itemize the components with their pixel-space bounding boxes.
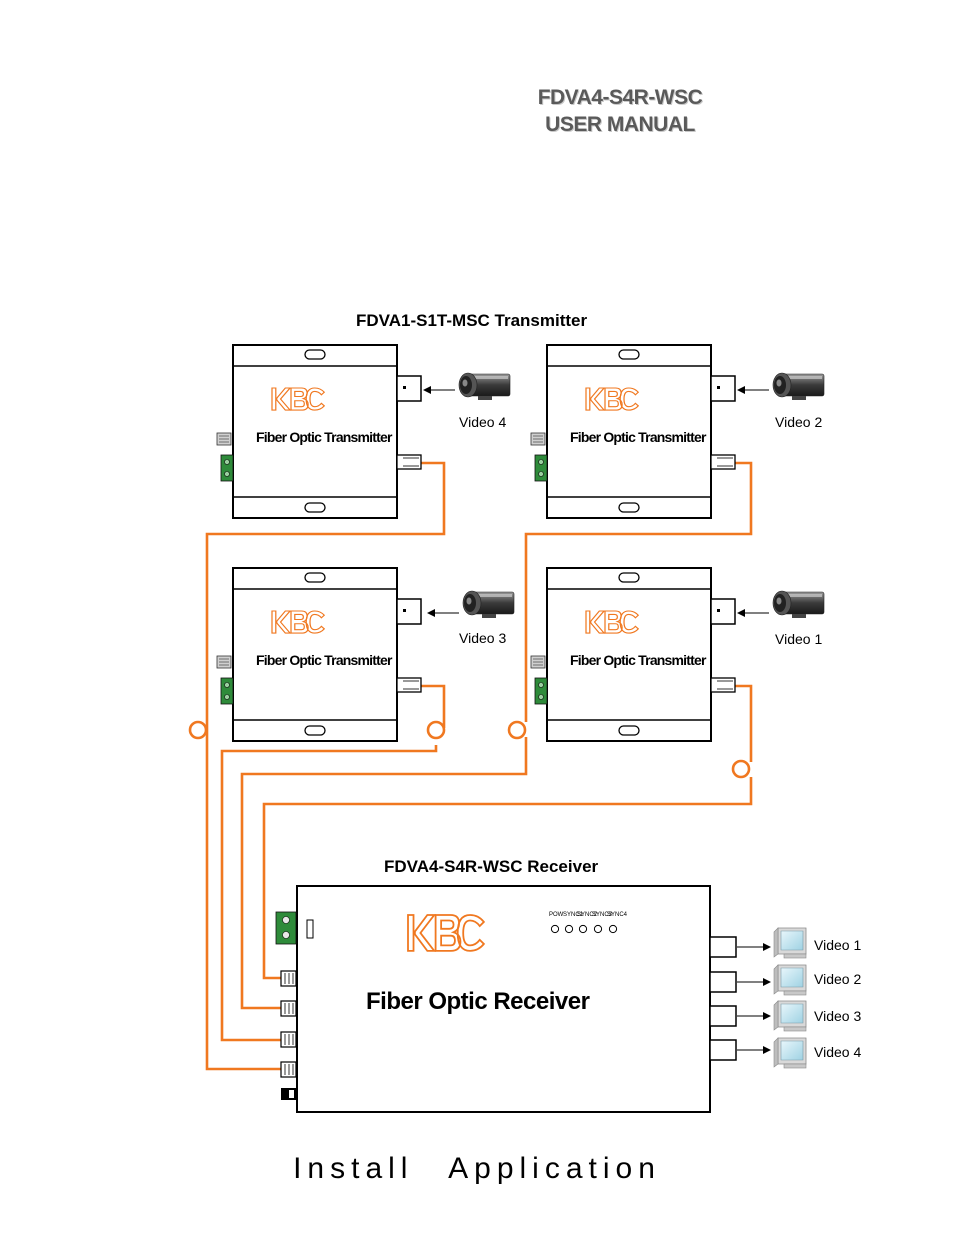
- output-label: Video 3: [814, 1008, 862, 1024]
- camera-label: Video 3: [459, 630, 507, 646]
- output-label: Video 2: [814, 971, 862, 987]
- cable-loop: [507, 720, 527, 740]
- transmitter-name: Fiber Optic Transmitter: [256, 652, 392, 668]
- receiver-heading: FDVA4-S4R-WSC Receiver: [384, 857, 599, 876]
- monitor-icon: [773, 964, 807, 996]
- fiber-cable-video-4: [205, 461, 446, 1071]
- transmitter-heading: FDVA1-S1T-MSC Transmitter: [356, 311, 588, 330]
- monitor-icon: [773, 1000, 807, 1032]
- led-label-sync4: SYNC4: [607, 912, 628, 918]
- monitor-icon: [773, 1037, 807, 1069]
- footer-caption: Install Application: [293, 1152, 661, 1185]
- receiver-unit: [275, 885, 771, 1113]
- led-label-sync1: SYNC1: [563, 912, 584, 918]
- led-label-pow: POW: [549, 912, 564, 918]
- camera-icon: [458, 372, 511, 401]
- cable-loop: [731, 759, 751, 779]
- receiver-name: Fiber Optic Receiver: [366, 988, 590, 1015]
- fiber-cable-video-1: [262, 777, 753, 980]
- cable-loop: [188, 720, 208, 740]
- model-title: FDVA4-S4R-WSC: [537, 86, 703, 109]
- output-label: Video 4: [814, 1044, 862, 1060]
- camera-icon: [772, 590, 825, 619]
- led-label-sync3: SYNC3: [592, 912, 613, 918]
- monitor-icon: [773, 927, 807, 959]
- transmitter-name: Fiber Optic Transmitter: [256, 429, 392, 445]
- output-label: Video 1: [814, 937, 862, 953]
- camera-label: Video 1: [775, 631, 823, 647]
- camera-icon: [772, 372, 825, 401]
- manual-subtitle: USER MANUAL: [545, 113, 695, 136]
- cable-loop: [426, 720, 446, 740]
- document-title: FDVA4-S4R-WSC USER MANUAL: [0, 84, 954, 138]
- led-label-sync2: SYNC2: [577, 912, 598, 918]
- fiber-cable-video-3: [220, 745, 438, 1042]
- fiber-cable-video-2: [240, 737, 528, 1010]
- transmitter-name: Fiber Optic Transmitter: [570, 652, 706, 668]
- camera-label: Video 4: [459, 414, 507, 430]
- transmitter-name: Fiber Optic Transmitter: [570, 429, 706, 445]
- camera-icon: [462, 590, 515, 619]
- fiber-cable-video-3-top: [419, 684, 446, 728]
- camera-label: Video 2: [775, 414, 823, 430]
- fiber-cable-video-1-top: [733, 684, 753, 762]
- fiber-cables: [205, 461, 753, 1071]
- fiber-cable-video-2-top: [524, 461, 753, 722]
